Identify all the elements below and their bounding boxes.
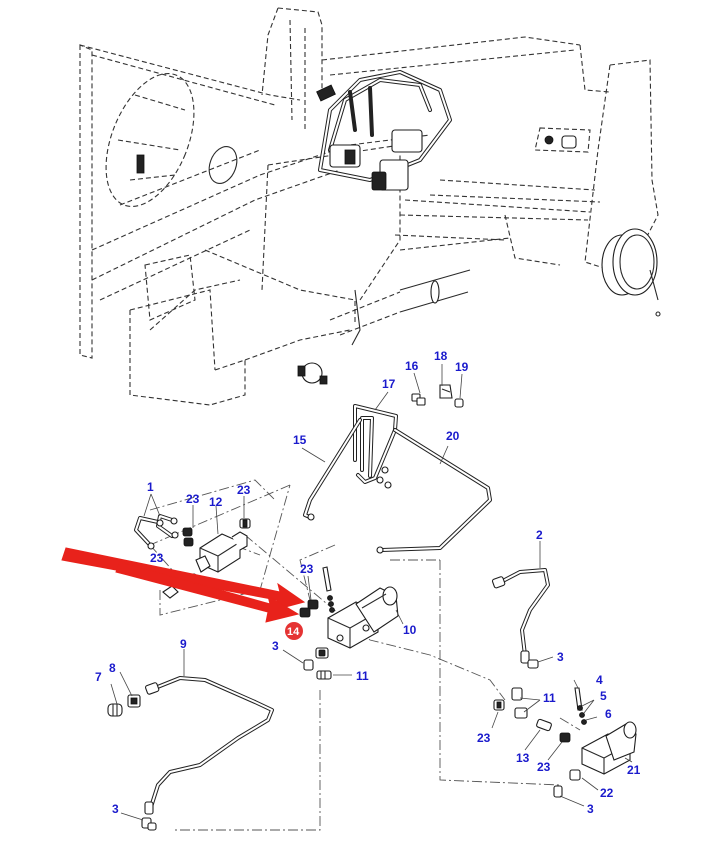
callout-3: 3 [112, 802, 119, 816]
part-23-fitting-b [239, 518, 251, 529]
callout-20: 20 [446, 429, 460, 443]
callout-23: 23 [537, 760, 551, 774]
part-9-hose [144, 676, 274, 815]
part-21-solenoid-valve [581, 721, 637, 775]
part-7-sleeve [107, 703, 123, 717]
part-10-solenoid-valve [327, 586, 399, 649]
callout-3: 3 [557, 650, 564, 664]
part-23-fittings-d [299, 599, 319, 618]
callout-21: 21 [627, 763, 641, 777]
callout-23: 23 [300, 562, 314, 576]
part-23-fittings-a [182, 527, 194, 547]
part-14-adapter [315, 647, 329, 659]
part-20-pipe [376, 428, 492, 554]
callout-11: 11 [356, 669, 369, 683]
part-10-bolt [322, 566, 335, 613]
callout-7: 7 [95, 670, 102, 684]
part-23-fitting-e [493, 699, 505, 711]
callout-19: 19 [455, 360, 469, 374]
callout-23: 23 [186, 492, 200, 506]
part-6-washer [581, 719, 587, 725]
callout-13: 13 [516, 751, 530, 765]
callout-2: 2 [536, 528, 543, 542]
part-18-clamp [439, 384, 453, 399]
callout-16: 16 [405, 359, 419, 373]
part-11-plug-a [316, 670, 332, 680]
part-2-hose [491, 568, 550, 664]
frame-hatch [105, 73, 195, 207]
part-12-valve-block [195, 531, 248, 573]
part-23-fitting-f [559, 732, 571, 743]
callout-12: 12 [209, 495, 223, 509]
callout-23: 23 [150, 551, 164, 565]
assembly-lines [149, 479, 581, 831]
highlight-badge-14 [285, 622, 303, 640]
callout-8: 8 [109, 661, 116, 675]
part-17-pipe [353, 404, 398, 489]
part-22-adapter [569, 769, 581, 781]
part-11-tees [511, 687, 528, 719]
callout-5: 5 [600, 689, 607, 703]
callout-23: 23 [237, 483, 251, 497]
part-19-nut [454, 398, 464, 408]
callout-17: 17 [382, 377, 396, 391]
part-16-clip [411, 393, 426, 406]
part-15-pipe [303, 418, 362, 521]
elbow-left [162, 585, 179, 599]
leader-lines [110, 364, 633, 821]
part-8-nut [127, 694, 141, 708]
machine-frame [79, 7, 659, 406]
callout-22: 22 [600, 786, 614, 800]
frame-port-ring [208, 146, 238, 184]
part-3-elbow-c [527, 659, 539, 669]
part-3-elbow-a [303, 659, 314, 671]
machine-valve-cluster [316, 70, 452, 191]
frame-clamp [297, 362, 328, 385]
frame-wheel [601, 228, 661, 317]
part-3-elbow-b [141, 817, 157, 831]
part-3-elbow-d [553, 785, 563, 798]
callout-11: 11 [543, 691, 556, 705]
callout-10: 10 [403, 623, 417, 637]
callout-3: 3 [272, 639, 279, 653]
part-5-washers [577, 705, 585, 718]
callout-15: 15 [293, 433, 307, 447]
part-13-sensor [536, 718, 552, 732]
part-1-tubes [134, 514, 179, 550]
frame-hose-stub [351, 289, 361, 346]
frame-spring [534, 127, 591, 153]
callout-18: 18 [434, 349, 448, 363]
callout-23: 23 [477, 731, 491, 745]
callout-1: 1 [147, 480, 154, 494]
callout-labels: 16 18 19 17 15 20 1 23 12 23 2 23 23 10 … [95, 349, 641, 816]
callout-6: 6 [605, 707, 612, 721]
callout-14: 14 [287, 626, 300, 638]
callout-9: 9 [180, 637, 187, 651]
callout-3: 3 [587, 802, 594, 816]
callout-4: 4 [596, 673, 603, 687]
highlight-arrows [61, 547, 306, 623]
